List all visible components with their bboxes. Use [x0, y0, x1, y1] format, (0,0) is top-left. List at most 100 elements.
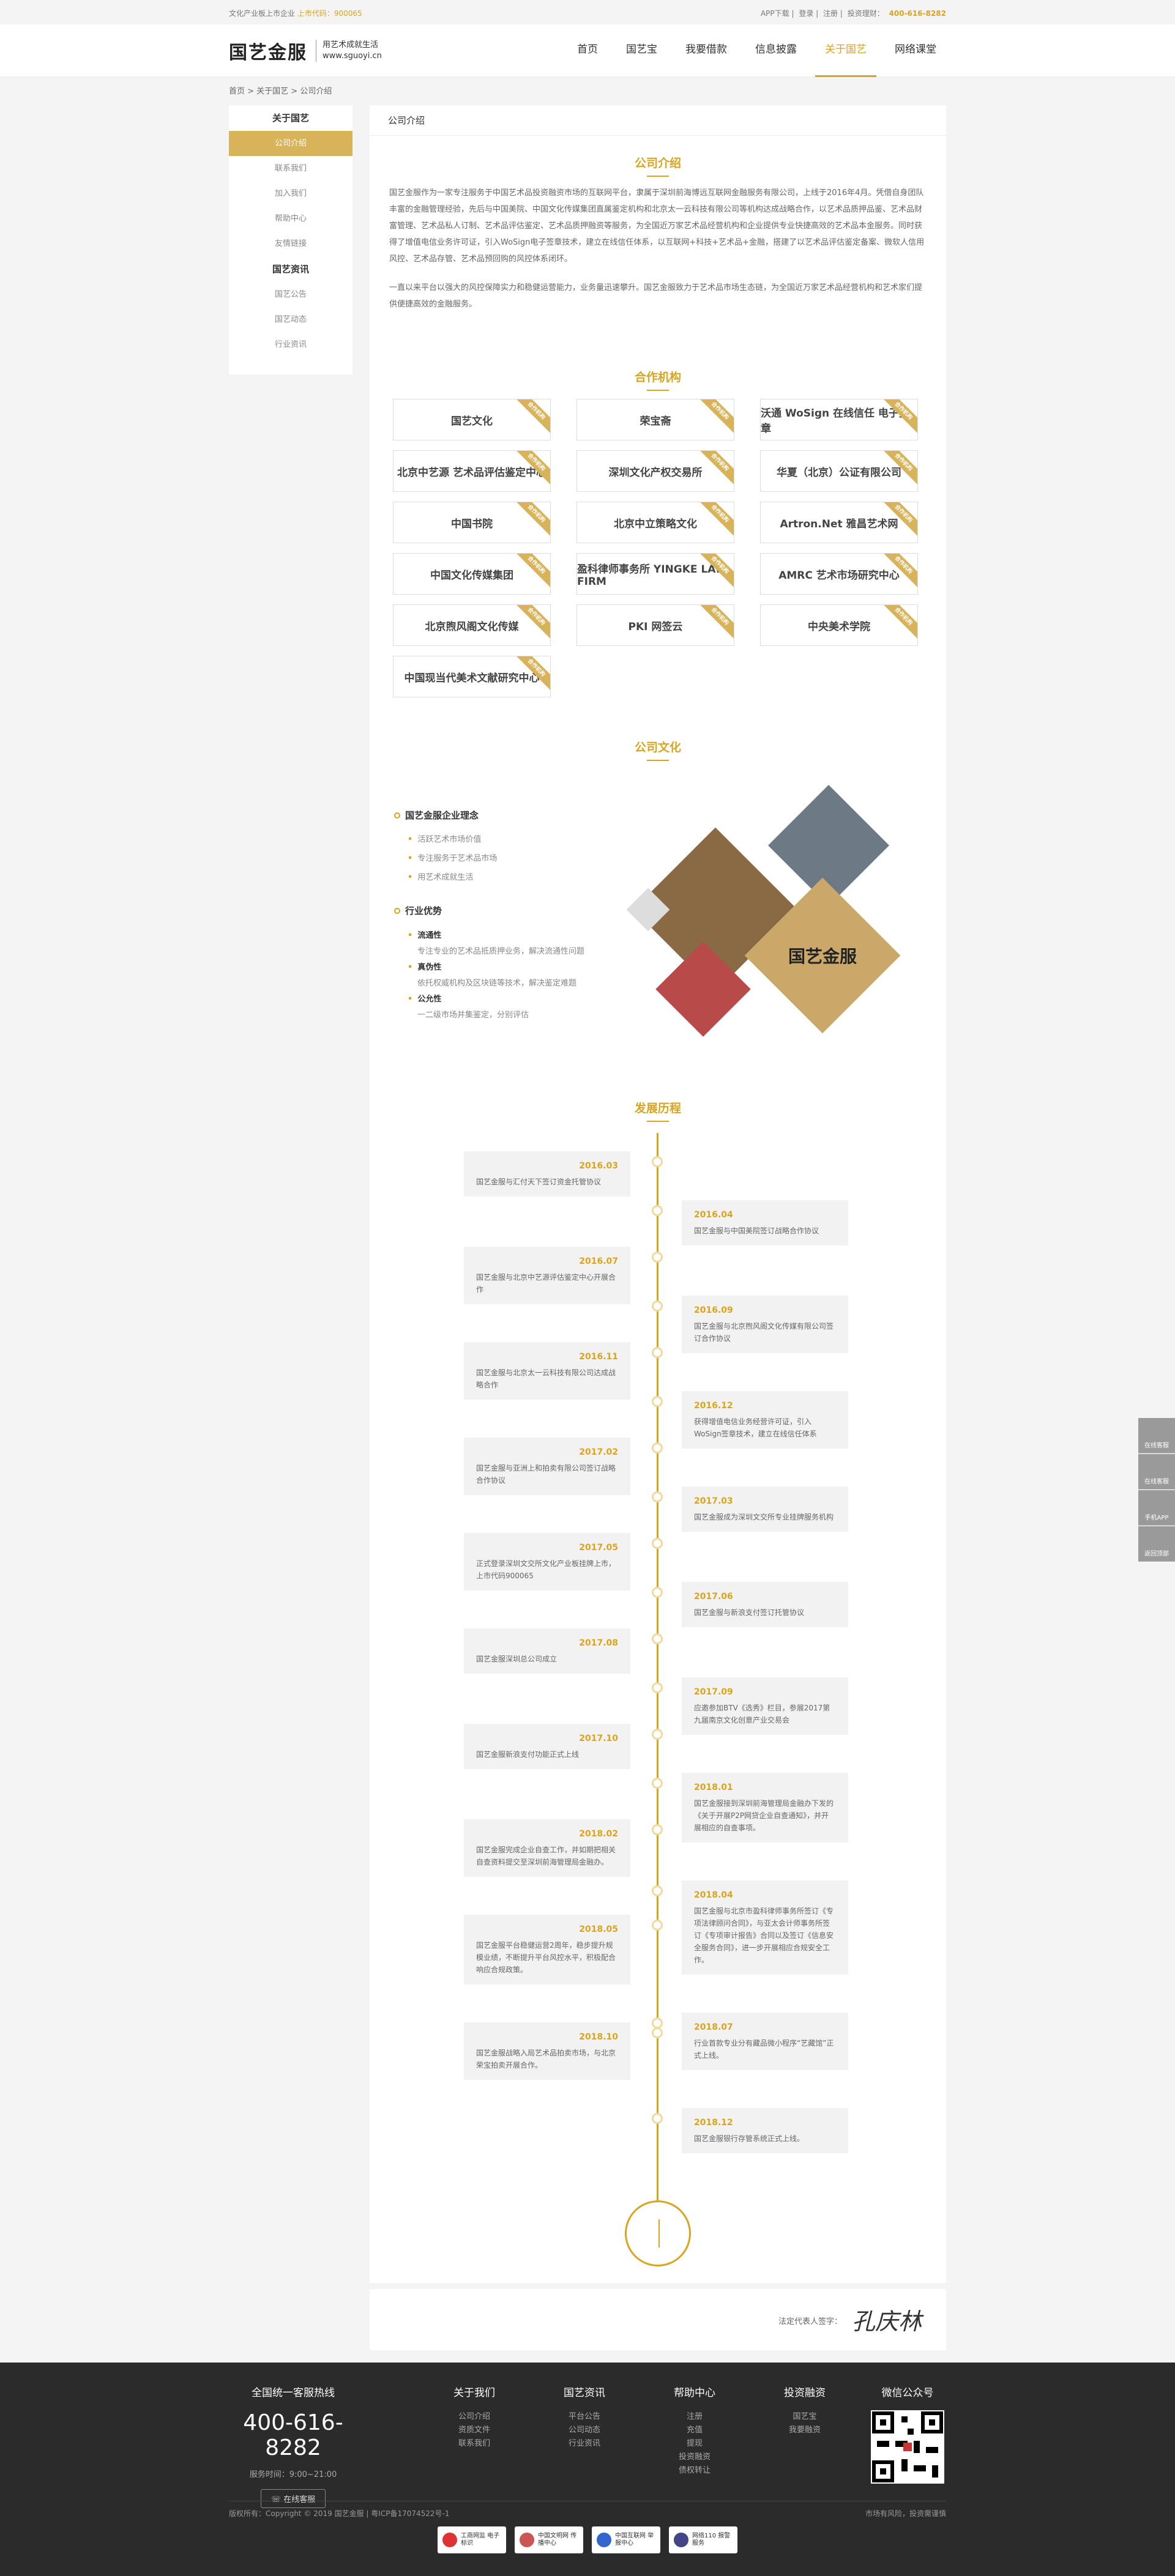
- partner-tag: 合作机构: [513, 399, 550, 434]
- advantage-title: •流通性: [408, 931, 442, 940]
- footer-link[interactable]: 投资融资: [678, 2452, 711, 2462]
- risk-notice: 市场有风险，投资需谨慎: [865, 2509, 946, 2518]
- partner-card[interactable]: AMRC 艺术市场研究中心合作机构: [760, 553, 918, 595]
- partner-card[interactable]: 北京中艺源 艺术品评估鉴定中心合作机构: [393, 450, 551, 492]
- float-top[interactable]: 返回顶部: [1138, 1526, 1175, 1562]
- intro-paragraph-2: 一直以来平台以强大的风控保障实力和稳健运营能力，业务量迅速攀升。国艺金服致力于艺…: [389, 283, 923, 309]
- partner-card[interactable]: 北京中立策略文化合作机构: [576, 502, 734, 543]
- float-service[interactable]: 在线客服: [1138, 1418, 1175, 1453]
- partner-name: 中国现当代美术文献研究中心: [404, 672, 540, 685]
- app-download-link[interactable]: APP下载: [760, 9, 789, 18]
- partner-card[interactable]: 北京煦风阁文化传媒合作机构: [393, 604, 551, 646]
- timeline-text: 国艺金服深圳总公司成立: [476, 1655, 558, 1663]
- footer-link[interactable]: 资质文件: [458, 2426, 490, 2435]
- listing-text: 文化产业板上市企业: [229, 9, 296, 18]
- badge-police[interactable]: 网络110 报警服务: [669, 2526, 737, 2553]
- online-service-button[interactable]: ☏ 在线客服: [260, 2489, 326, 2508]
- partner-card[interactable]: 华夏（北京）公证有限公司合作机构: [760, 450, 918, 492]
- partner-card[interactable]: 深圳文化产权交易所合作机构: [576, 450, 734, 492]
- partner-card[interactable]: 中央美术学院合作机构: [760, 604, 918, 646]
- partner-card[interactable]: 沃通 WoSign 在线信任 电子签章合作机构: [760, 399, 918, 440]
- partner-name: 国艺文化: [451, 415, 493, 428]
- sidebar-item-contact[interactable]: 联系我们: [274, 164, 307, 173]
- footer-link[interactable]: 提现: [686, 2439, 703, 2448]
- badge-business[interactable]: 工商网监 电子标识: [438, 2526, 506, 2553]
- footer-link[interactable]: 公司动态: [568, 2426, 600, 2435]
- partner-name: 北京中艺源 艺术品评估鉴定中心: [397, 466, 546, 479]
- timeline-text: 正式登录深圳文交所文化产业板挂牌上市，上市代码900065: [476, 1559, 616, 1580]
- sidebar-item-industry[interactable]: 行业资讯: [274, 340, 307, 349]
- partner-card[interactable]: PKI 网签云 合作机构: [576, 604, 734, 646]
- sidebar-item-help[interactable]: 帮助中心: [274, 214, 307, 223]
- nav-borrow[interactable]: 我要借款: [685, 43, 727, 56]
- timeline-text: 国艺金服平台稳健运营2周年，稳步提升规模业绩，不断提升平台风控水平，积极配合响应…: [476, 1941, 616, 1974]
- footer-link[interactable]: 注册: [686, 2412, 703, 2421]
- footer-link[interactable]: 公司介绍: [458, 2412, 490, 2421]
- timeline-text: 国艺金服与亚洲上和拍卖有限公司签订战略合作协议: [476, 1464, 616, 1485]
- timeline-text: 国艺金服与北京中艺源评估鉴定中心开展合作: [476, 1273, 616, 1294]
- float-app[interactable]: 手机APP: [1138, 1490, 1175, 1526]
- intro-heading: 公司介绍: [370, 154, 946, 177]
- culture-list: •活跃艺术市场价值 •专注服务于艺术品市场 •用艺术成就生活: [394, 833, 688, 882]
- login-link[interactable]: 登录: [799, 9, 814, 18]
- partner-name: 沃通 WoSign 在线信任 电子签章: [761, 407, 909, 435]
- footer-link[interactable]: 联系我们: [458, 2439, 490, 2448]
- footer-link[interactable]: 平台公告: [568, 2412, 600, 2421]
- footer-link[interactable]: 行业资讯: [568, 2439, 600, 2448]
- advantage-list: •流通性 专注专业的艺术品抵质押业务，解决流通性问题 •真伪性 依托权威机构及区…: [408, 928, 688, 1023]
- advantage-heading: 行业优势: [394, 904, 688, 917]
- partner-card[interactable]: 中国现当代美术文献研究中心合作机构: [393, 656, 551, 697]
- nav-guoyibao[interactable]: 国艺宝: [626, 43, 657, 56]
- partner-card[interactable]: 国艺文化 合作机构: [393, 399, 551, 440]
- sidebar: 关于国艺 公司介绍 联系我们 加入我们 帮助中心 友情链接 国艺资讯 国艺公告 …: [229, 105, 352, 374]
- partner-name: PKI 网签云: [628, 620, 683, 633]
- timeline-date: 2018.12: [694, 2118, 733, 2128]
- sidebar-item-links[interactable]: 友情链接: [274, 239, 307, 248]
- history-heading: 发展历程: [370, 1099, 946, 1122]
- footer-link[interactable]: 国艺宝: [793, 2412, 817, 2421]
- partner-card[interactable]: 中国书院合作机构: [393, 502, 551, 543]
- footer-link[interactable]: 债权转让: [678, 2466, 711, 2475]
- float-service-2[interactable]: 在线客服: [1138, 1454, 1175, 1490]
- nav-disclosure[interactable]: 信息披露: [755, 43, 797, 56]
- nav-home[interactable]: 首页: [577, 43, 598, 56]
- site-logo[interactable]: 国艺金服 用艺术成就生活 www.sguoyi.cn: [229, 37, 388, 65]
- footer: 全国统一客服热线 400-616-8282 服务时间：9:00~21:00 ☏ …: [0, 2363, 1175, 2576]
- sidebar-item-join[interactable]: 加入我们: [274, 189, 307, 198]
- register-link[interactable]: 注册: [823, 9, 838, 18]
- timeline-date: 2018.02: [579, 1829, 618, 1839]
- timeline-text: 行业首款专业分有藏品微小程序“艺藏馆”正式上线。: [694, 2039, 834, 2060]
- partner-card[interactable]: 中国文化传媒集团合作机构: [393, 553, 551, 595]
- timeline-node: [652, 1205, 663, 1216]
- badge-civilization[interactable]: 中国文明网 传播中心: [515, 2526, 583, 2553]
- main-content: 公司介绍 公司介绍 国艺金服作为一家专注服务于中国艺术品投资融资市场的互联网平台…: [370, 105, 946, 2283]
- nav-course[interactable]: 网络课堂: [895, 43, 936, 56]
- partner-card[interactable]: 荣宝斋合作机构: [576, 399, 734, 440]
- sidebar-item-dynamic[interactable]: 国艺动态: [274, 315, 307, 324]
- top-hotline: 400-616-8282: [889, 9, 946, 18]
- timeline-text: 国艺金服与新浪支付签订托管协议: [694, 1608, 805, 1617]
- photo-caption: 国艺金服: [788, 946, 857, 967]
- footer-link[interactable]: 充值: [686, 2426, 703, 2435]
- breadcrumb[interactable]: 首页 > 关于国艺 > 公司介绍: [229, 87, 332, 96]
- partner-name: 深圳文化产权交易所: [608, 466, 703, 479]
- footer-link[interactable]: 我要融资: [788, 2426, 821, 2435]
- logo-url: www.sguoyi.cn: [323, 51, 382, 61]
- partner-tag: 合作机构: [697, 605, 734, 639]
- timeline-node: [652, 1491, 663, 1502]
- timeline-node: [652, 1729, 663, 1740]
- partner-name: 中央美术学院: [808, 620, 870, 633]
- badge-report[interactable]: 中国互联网 举报中心: [592, 2526, 660, 2553]
- sidebar-item-notice[interactable]: 国艺公告: [274, 290, 307, 299]
- sidebar-item-intro[interactable]: 公司介绍: [229, 131, 352, 156]
- nav-about[interactable]: 关于国艺: [815, 24, 876, 77]
- timeline-date: 2017.06: [694, 1592, 733, 1602]
- footer-col-help: 帮助中心 注册 充值 提现 投资融资 债权转让: [661, 2384, 728, 2478]
- partner-card[interactable]: Artron.Net 雅昌艺术网合作机构: [760, 502, 918, 543]
- logo-slogan: 用艺术成就生活: [323, 40, 379, 50]
- signature-bar: 法定代表人签字： 孔庆林: [370, 2289, 946, 2350]
